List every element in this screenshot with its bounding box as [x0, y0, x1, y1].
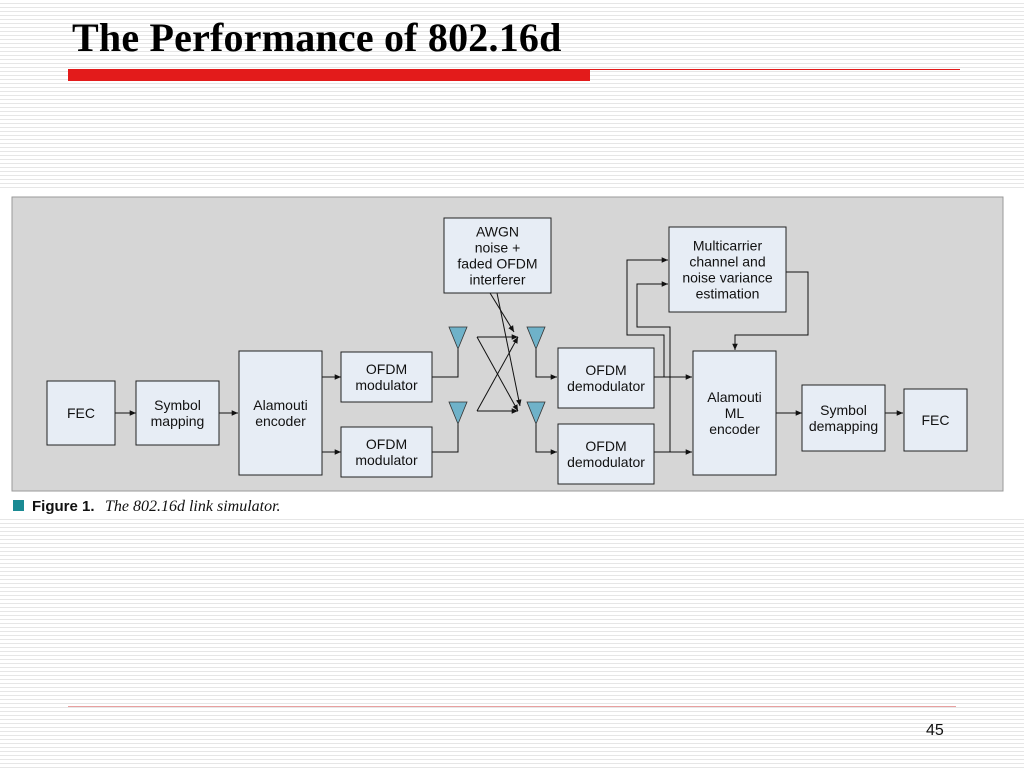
title-underline-thin — [590, 69, 960, 70]
block-label-line: OFDM — [366, 361, 407, 377]
block-label-line: FEC — [922, 412, 950, 428]
block-fec-rx: FEC — [903, 388, 968, 452]
block-label-line: estimation — [696, 286, 760, 302]
block-label-line: interferer — [469, 272, 525, 288]
block-label-line: AWGN — [476, 224, 519, 240]
rx-antenna-2-icon — [526, 401, 546, 426]
block-label-line: noise variance — [682, 270, 772, 286]
block-label-line: OFDM — [585, 362, 626, 378]
block-label-line: encoder — [255, 413, 306, 429]
caption-marker-icon — [13, 500, 24, 511]
rx-antenna-1-icon — [526, 326, 546, 351]
signal-wires — [115, 257, 903, 455]
slide-title: The Performance of 802.16d — [72, 15, 562, 60]
block-label-line: demodulator — [567, 378, 645, 394]
figure-caption: Figure 1. The 802.16d link simulator. — [32, 498, 281, 515]
block-label-line: modulator — [355, 377, 418, 393]
svg-text:FEC: FEC — [922, 412, 950, 428]
block-label-line: ML — [725, 405, 745, 421]
block-label-line: noise + — [475, 240, 521, 256]
tx-antenna-1-icon — [448, 326, 468, 351]
tx-antenna-2-icon — [448, 401, 468, 426]
block-label-line: Multicarrier — [693, 238, 763, 254]
block-label-line: OFDM — [585, 438, 626, 454]
block-label-line: demodulator — [567, 454, 645, 470]
svg-text:FEC: FEC — [67, 405, 95, 421]
footer-rule — [68, 706, 956, 707]
figure-caption-label: Figure 1. — [32, 498, 95, 515]
figure-caption-text: The 802.16d link simulator. — [105, 498, 281, 515]
block-label-line: channel and — [689, 254, 765, 270]
title-underline-thick — [68, 69, 590, 81]
block-label-line: Alamouti — [707, 389, 761, 405]
block-label-line: demapping — [809, 418, 878, 434]
block-label-line: FEC — [67, 405, 95, 421]
block-label-line: Alamouti — [253, 397, 307, 413]
block-label-line: encoder — [709, 421, 760, 437]
block-label-line: mapping — [151, 413, 205, 429]
block-label-line: faded OFDM — [457, 256, 537, 272]
block-fec-tx: FEC — [46, 380, 116, 446]
block-label-line: Symbol — [820, 402, 867, 418]
page-number: 45 — [926, 722, 944, 739]
block-label-line: modulator — [355, 452, 418, 468]
block-label-line: OFDM — [366, 436, 407, 452]
block-label-line: Symbol — [154, 397, 201, 413]
